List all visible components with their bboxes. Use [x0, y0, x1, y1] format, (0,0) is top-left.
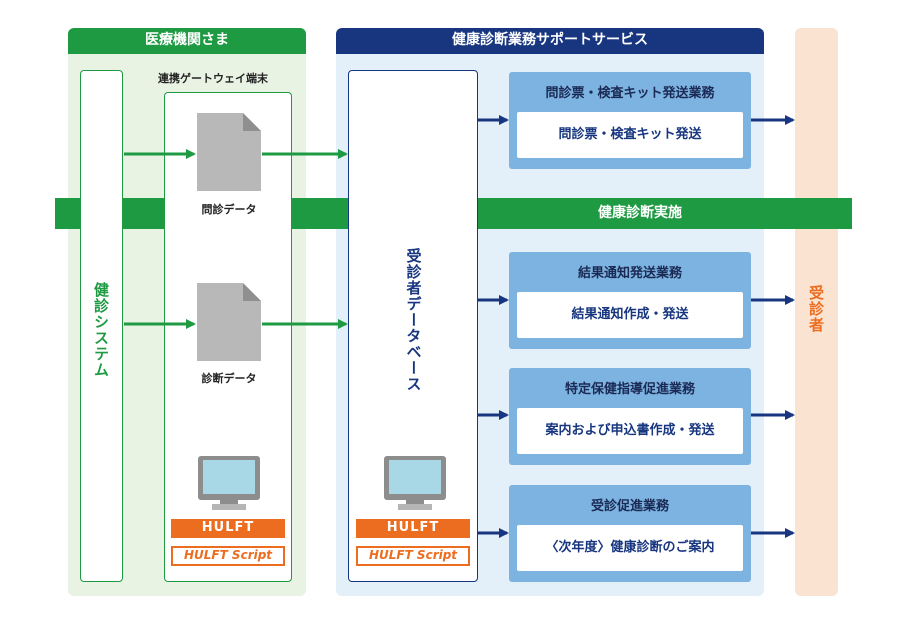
task-inner: 結果通知作成・発送: [517, 292, 743, 338]
recipient-label: 受診者: [807, 285, 825, 333]
health-system-box: [80, 70, 123, 582]
task-inner: 案内および申込書作成・発送: [517, 408, 743, 454]
recipient-panel: [795, 28, 838, 596]
doc2-label: 診断データ: [201, 372, 257, 385]
database-label: 受診者データベース: [404, 248, 423, 392]
task-title: 受診促進業務: [590, 499, 669, 514]
document-icon: [197, 113, 261, 191]
task-inner: 問診票・検査キット発送: [517, 112, 743, 158]
doc1-label: 問診データ: [201, 203, 257, 216]
service-header: 健康診断業務サポートサービス: [336, 28, 764, 54]
exam-band-label: 健康診断実施: [598, 205, 682, 221]
task-title: 問診票・検査キット発送業務: [545, 86, 715, 101]
hulft-script-logo: HULFT Script: [356, 546, 470, 566]
task-title: 特定保健指導促進業務: [564, 382, 695, 397]
hulft-script-logo: HULFT Script: [171, 546, 285, 566]
hulft-logo: HULFT: [356, 519, 470, 538]
task-title: 結果通知発送業務: [577, 266, 682, 281]
medical-header: 医療機関さま: [68, 28, 306, 54]
gateway-label: 連携ゲートウェイ端末: [158, 72, 268, 85]
task-inner: 〈次年度〉健康診断のご案内: [517, 525, 743, 571]
document-icon: [197, 283, 261, 361]
hulft-logo: HULFT: [171, 519, 285, 538]
computer-icon: [198, 456, 260, 510]
health-system-label: 健診システム: [92, 282, 110, 378]
computer-icon: [384, 456, 446, 510]
